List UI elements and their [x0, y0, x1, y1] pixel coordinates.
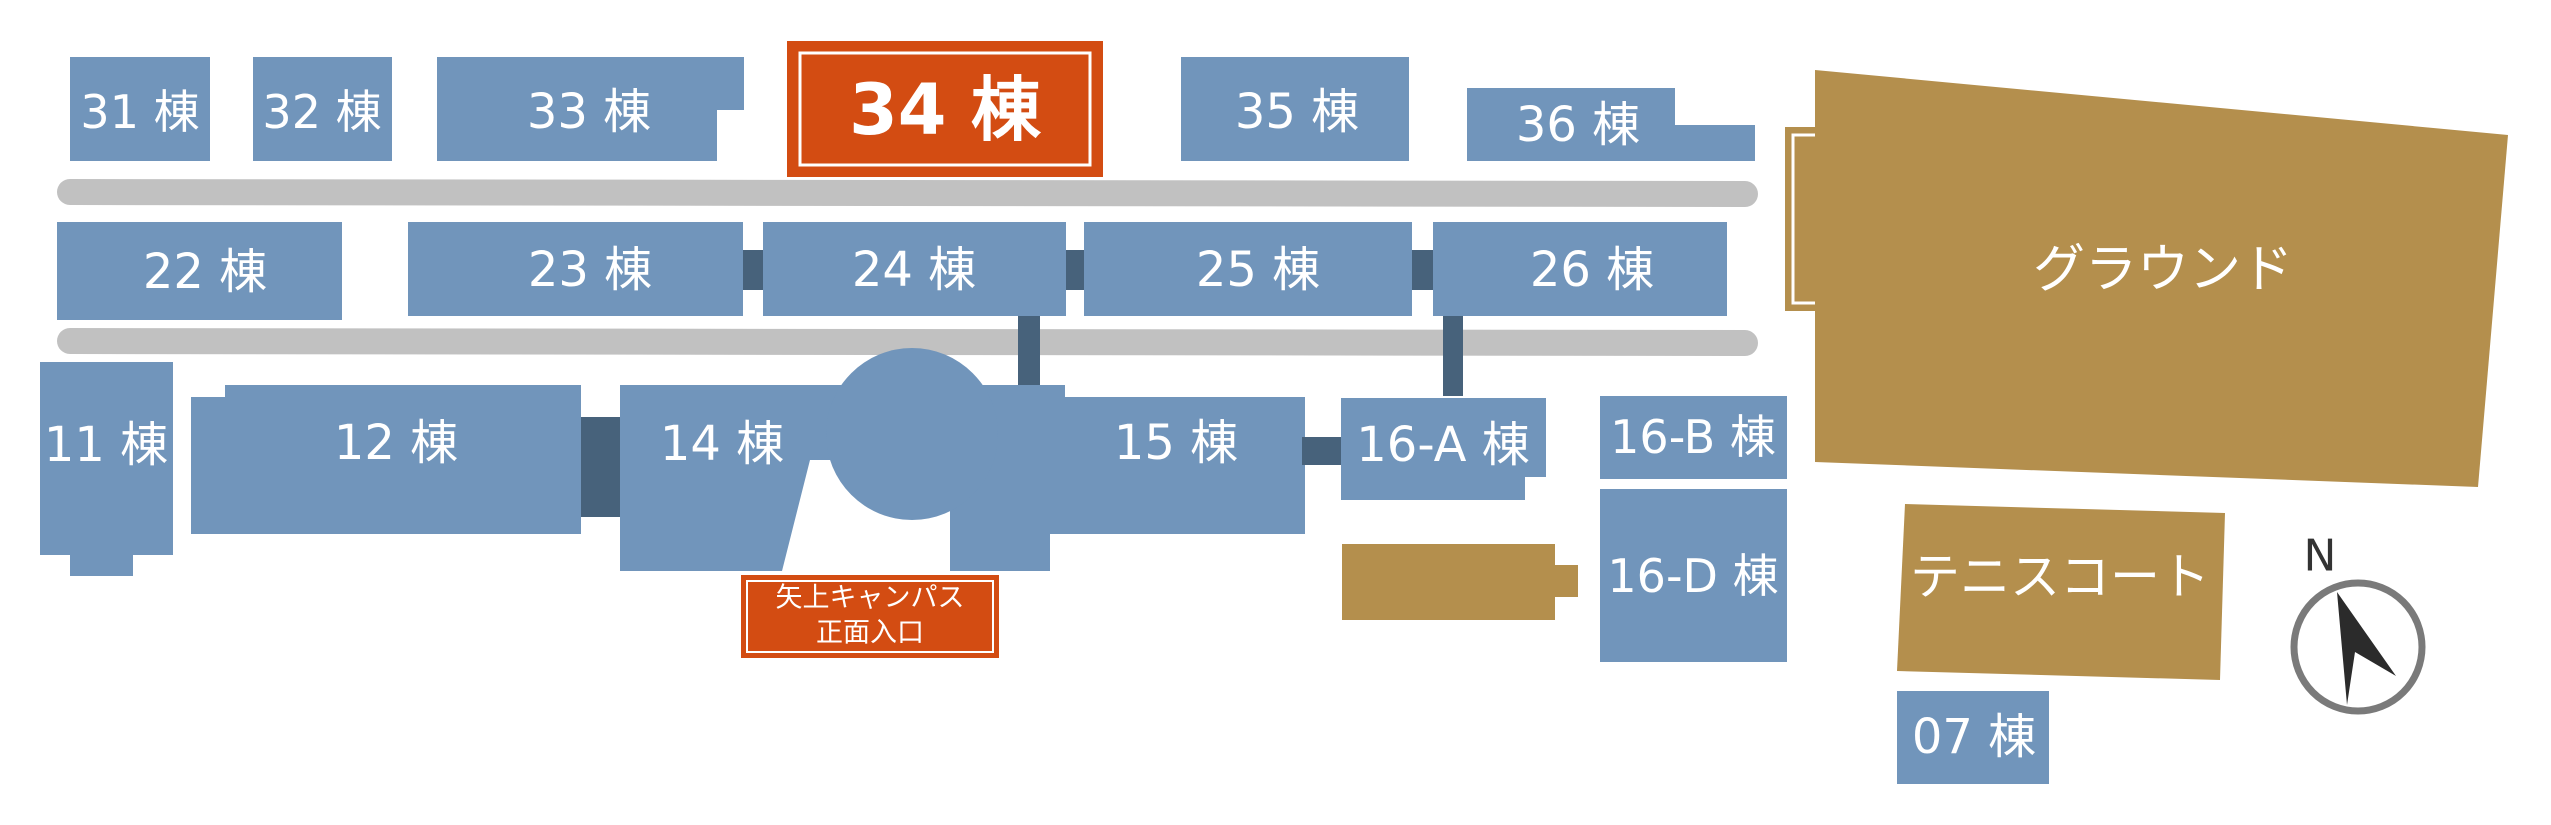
building-16a-label: 16-A 棟 [1356, 417, 1529, 473]
building-11-label: 11 棟 [44, 417, 168, 473]
building-34-label: 34 棟 [849, 69, 1042, 151]
ground-label: グラウンド [2033, 240, 2293, 300]
facility-unlabeled [1342, 544, 1578, 620]
building-07-label: 07 棟 [1912, 709, 2036, 765]
building-26-label: 26 棟 [1530, 242, 1654, 298]
building-34-highlight[interactable]: 34 棟 [787, 41, 1103, 177]
connector-24-25 [1066, 250, 1086, 290]
building-31[interactable]: 31 棟 [70, 57, 210, 161]
building-36[interactable]: 36 棟 [1467, 88, 1755, 161]
connector-25-26 [1411, 250, 1435, 290]
building-36-label: 36 棟 [1516, 97, 1640, 153]
building-24[interactable]: 24 棟 [763, 222, 1066, 316]
building-16b[interactable]: 16-B 棟 [1600, 396, 1787, 479]
north-arrow-icon [2337, 592, 2396, 705]
building-23[interactable]: 23 棟 [408, 222, 743, 316]
building-25-label: 25 棟 [1196, 242, 1320, 298]
building-16d[interactable]: 16-D 棟 [1600, 489, 1787, 662]
building-22[interactable]: 22 棟 [57, 222, 342, 320]
lower-road [57, 328, 1758, 356]
building-24-label: 24 棟 [852, 242, 976, 298]
entrance-sign-line1: 矢上キャンパス [776, 583, 965, 614]
connector-15-16a [1302, 437, 1343, 465]
compass-ring [2290, 579, 2426, 715]
connector-12-14 [580, 417, 620, 517]
building-32[interactable]: 32 棟 [253, 57, 392, 161]
building-22-label: 22 棟 [143, 244, 267, 300]
connector-26-16a [1443, 316, 1463, 396]
compass: N [2290, 531, 2426, 715]
building-15[interactable]: 15 棟 [950, 385, 1305, 571]
main-entrance-sign[interactable]: 矢上キャンパス 正面入口 [741, 575, 999, 658]
rotunda[interactable] [826, 348, 998, 520]
compass-north-label: N [2304, 531, 2337, 582]
connector-24-15 [1018, 316, 1040, 386]
building-16d-label: 16-D 棟 [1607, 549, 1778, 603]
building-26[interactable]: 26 棟 [1433, 222, 1727, 316]
entrance-sign-line2: 正面入口 [816, 618, 924, 649]
building-35-label: 35 棟 [1235, 84, 1359, 140]
tennis-court-label: テニスコート [1910, 548, 2210, 606]
building-16b-label: 16-B 棟 [1610, 410, 1776, 464]
building-33-label: 33 棟 [527, 84, 651, 140]
sports-ground[interactable]: グラウンド [1815, 70, 2508, 487]
building-16a[interactable]: 16-A 棟 [1341, 398, 1546, 500]
tennis-court[interactable]: テニスコート [1897, 504, 2225, 680]
building-31-label: 31 棟 [80, 85, 199, 139]
building-14-label: 14 棟 [660, 416, 784, 472]
building-25[interactable]: 25 棟 [1084, 222, 1412, 316]
building-12[interactable]: 12 棟 [191, 385, 581, 534]
building-35[interactable]: 35 棟 [1181, 57, 1409, 161]
building-07[interactable]: 07 棟 [1897, 691, 2049, 784]
building-14[interactable]: 14 棟 [620, 385, 860, 571]
building-23-label: 23 棟 [528, 242, 652, 298]
building-15-label: 15 棟 [1114, 415, 1238, 471]
upper-road [57, 179, 1758, 207]
building-11[interactable]: 11 棟 [40, 362, 173, 576]
building-12-label: 12 棟 [334, 415, 458, 471]
building-33[interactable]: 33 棟 [437, 57, 744, 161]
building-32-label: 32 棟 [262, 85, 381, 139]
connector-23-24 [741, 250, 765, 290]
